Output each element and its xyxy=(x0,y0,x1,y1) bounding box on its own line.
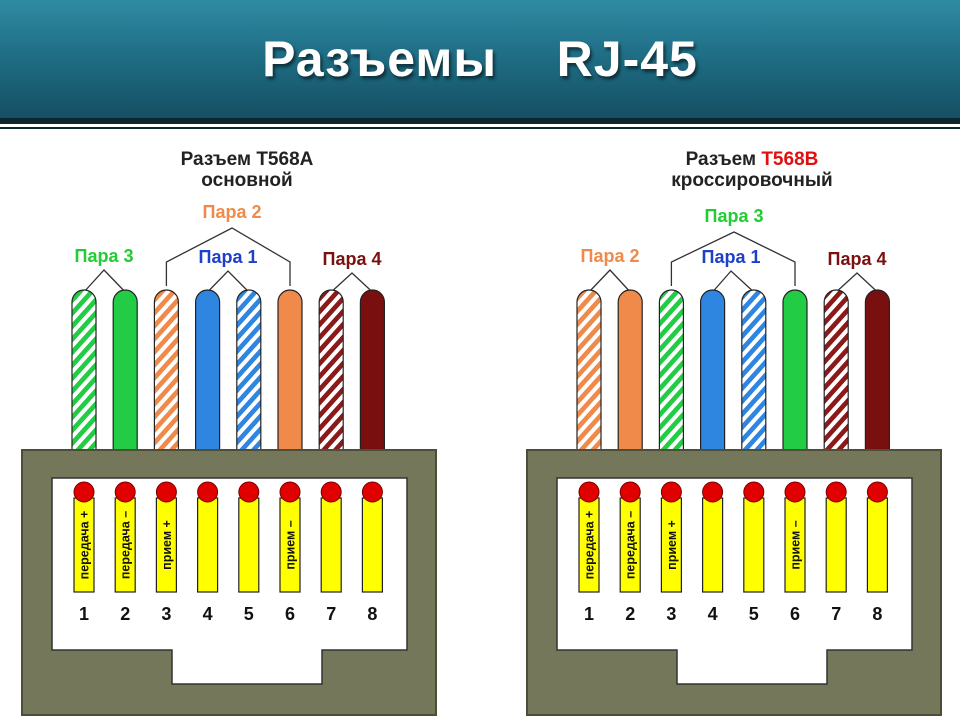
pin-number: 8 xyxy=(872,604,882,624)
wire-3 xyxy=(658,289,684,453)
wire-1 xyxy=(576,289,602,453)
title-bar: Разъемы RJ-45 xyxy=(0,0,960,118)
wire-5 xyxy=(236,289,262,453)
pin-number: 7 xyxy=(326,604,336,624)
pin-contact xyxy=(279,481,301,503)
connector-code: T568A xyxy=(256,149,313,170)
pin-5 xyxy=(238,497,260,593)
connector-name-prefix: Разъем xyxy=(181,149,257,170)
pin-contact xyxy=(73,481,95,503)
pair-label: Пара 1 xyxy=(199,247,258,267)
pin-number: 5 xyxy=(749,604,759,624)
wire-8 xyxy=(864,289,890,453)
pin-signal-label: прием – xyxy=(284,520,298,569)
wire-7 xyxy=(318,289,344,453)
pin-number: 5 xyxy=(244,604,254,624)
pin-number: 6 xyxy=(285,604,295,624)
wire-8 xyxy=(359,289,385,453)
pair-label: Пара 2 xyxy=(203,202,262,222)
pair-label: Пара 3 xyxy=(705,206,764,226)
pin-8 xyxy=(361,497,383,593)
connector-cavity xyxy=(556,477,913,685)
connector-code: T568B xyxy=(761,149,818,170)
pair-bracket xyxy=(207,270,250,293)
pin-contact xyxy=(320,481,342,503)
pin-number: 7 xyxy=(831,604,841,624)
wire-3 xyxy=(153,289,179,453)
pin-number: 2 xyxy=(625,604,635,624)
pair-bracket xyxy=(588,269,631,293)
pin-number: 4 xyxy=(708,604,718,624)
wire-1 xyxy=(71,289,97,453)
wire-7 xyxy=(823,289,849,453)
pin-4 xyxy=(197,497,219,593)
pair-label: Пара 1 xyxy=(702,247,761,267)
pin-contact xyxy=(619,481,641,503)
divider-line-thin xyxy=(0,127,960,129)
pair-bracket xyxy=(712,270,755,293)
pin-number: 8 xyxy=(367,604,377,624)
connector-cavity xyxy=(51,477,408,685)
pin-signal-label: передача + xyxy=(583,511,597,580)
pair-bracket xyxy=(670,231,796,286)
pin-8 xyxy=(866,497,889,593)
divider-line xyxy=(0,118,960,124)
slide-title: Разъемы RJ-45 xyxy=(262,31,698,87)
pin-signal-label: передача – xyxy=(624,511,638,579)
wire-5 xyxy=(741,289,767,453)
pin-contact xyxy=(743,481,765,503)
pin-contact xyxy=(361,481,383,503)
pin-number: 4 xyxy=(203,604,213,624)
pin-signal-label: прием + xyxy=(160,520,174,570)
pin-number: 3 xyxy=(666,604,676,624)
pin-contact xyxy=(660,481,682,503)
connector-heading: Разъем T568A xyxy=(181,149,314,170)
wire-6 xyxy=(277,289,303,453)
pin-7 xyxy=(825,497,847,593)
pair-bracket xyxy=(835,272,878,293)
pin-number: 1 xyxy=(584,604,594,624)
pin-contact xyxy=(238,481,260,503)
pair-label: Пара 3 xyxy=(75,246,134,266)
pin-contact xyxy=(155,481,177,503)
pin-contact xyxy=(825,481,847,503)
wire-2 xyxy=(617,289,643,453)
pin-contact xyxy=(578,481,600,503)
pin-contact xyxy=(702,481,724,503)
pin-contact xyxy=(784,481,806,503)
wire-4 xyxy=(195,289,221,453)
pair-label: Пара 4 xyxy=(323,249,382,269)
pair-bracket xyxy=(330,272,373,293)
wire-6 xyxy=(782,289,808,453)
connector-subtitle: кроссировочный xyxy=(671,170,832,191)
pin-number: 1 xyxy=(79,604,89,624)
pin-5 xyxy=(743,497,765,593)
pin-signal-label: прием + xyxy=(665,520,679,570)
pin-contact xyxy=(866,481,888,503)
pin-7 xyxy=(320,497,342,593)
connector-name-prefix: Разъем xyxy=(686,149,762,170)
pin-signal-label: передача – xyxy=(119,511,133,579)
pin-number: 3 xyxy=(161,604,171,624)
pair-bracket xyxy=(165,227,291,286)
pin-number: 2 xyxy=(120,604,130,624)
pair-label: Пара 2 xyxy=(581,246,640,266)
pin-contact xyxy=(114,481,136,503)
wire-4 xyxy=(700,289,726,453)
wire-2 xyxy=(112,289,138,453)
connector-subtitle: основной xyxy=(201,170,292,191)
pin-contact xyxy=(197,481,219,503)
pair-label: Пара 4 xyxy=(828,249,887,269)
pin-number: 6 xyxy=(790,604,800,624)
connector-heading: Разъем T568B xyxy=(686,149,819,170)
pin-4 xyxy=(701,497,724,593)
pin-signal-label: передача + xyxy=(78,511,92,580)
pin-signal-label: прием – xyxy=(789,520,803,569)
pair-bracket xyxy=(83,269,126,293)
